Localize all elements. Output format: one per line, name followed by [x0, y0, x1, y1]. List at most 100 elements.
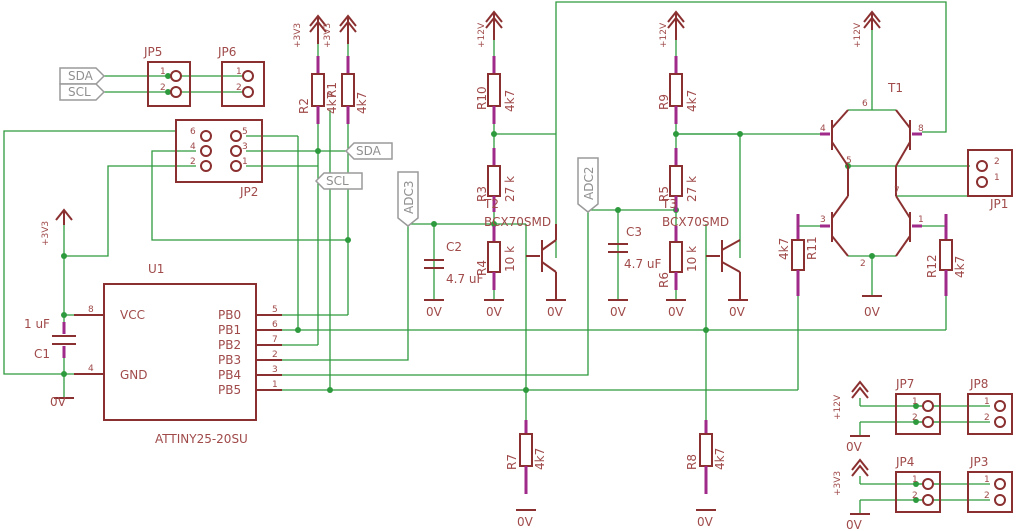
- r10-resistor: R10 4k7: [475, 56, 517, 124]
- svg-text:BCX70SMD: BCX70SMD: [484, 215, 551, 229]
- svg-text:4k7: 4k7: [503, 90, 517, 112]
- svg-text:1 uF: 1 uF: [24, 317, 50, 331]
- svg-text:0V: 0V: [486, 305, 503, 319]
- supply-p33-r2: +3V3: [293, 14, 327, 48]
- svg-text:1: 1: [912, 475, 918, 485]
- supply-p12-r9: +12V: [659, 10, 685, 48]
- svg-text:4: 4: [88, 364, 94, 374]
- c2-capacitor: C2 4.7 uF: [424, 240, 484, 286]
- svg-text:R4: R4: [475, 260, 489, 276]
- svg-text:27 k: 27 k: [685, 176, 699, 202]
- svg-text:0V: 0V: [547, 305, 564, 319]
- svg-text:4k7: 4k7: [713, 448, 727, 470]
- supply-p33-u1: +3V3: [41, 208, 73, 246]
- svg-text:JP4: JP4: [895, 455, 914, 469]
- svg-text:+3V3: +3V3: [323, 23, 333, 48]
- svg-text:8: 8: [918, 124, 924, 134]
- svg-text:2: 2: [984, 491, 990, 501]
- svg-text:2: 2: [912, 491, 918, 501]
- svg-text:+12V: +12V: [833, 394, 843, 420]
- svg-text:2: 2: [160, 83, 166, 93]
- svg-text:R8: R8: [685, 454, 699, 470]
- svg-text:PB1: PB1: [218, 323, 241, 337]
- svg-text:ADC2: ADC2: [582, 167, 596, 200]
- jp3-header: 1 2 JP3: [967, 455, 1013, 513]
- svg-text:R3: R3: [475, 186, 489, 202]
- net-flags: SDA SCL SDA SCL ADC3 ADC2: [59, 67, 599, 227]
- svg-text:1: 1: [984, 475, 990, 485]
- svg-text:4k7: 4k7: [325, 92, 339, 114]
- svg-text:2: 2: [236, 83, 242, 93]
- r2-resistor: R2 4k7: [297, 56, 339, 124]
- svg-text:T2: T2: [483, 197, 499, 211]
- ground-c2: 0V: [424, 299, 444, 319]
- jp2-isp-header: 6 4 2 5 3 1 JP2: [175, 119, 263, 199]
- svg-text:JP6: JP6: [217, 45, 236, 59]
- svg-text:0V: 0V: [426, 305, 443, 319]
- svg-text:PB4: PB4: [218, 368, 241, 382]
- svg-text:1: 1: [984, 397, 990, 407]
- r4-resistor: R4 10 k: [475, 226, 517, 290]
- net-flag-sda-jp2: SDA: [344, 142, 393, 160]
- svg-text:R10: R10: [475, 86, 489, 110]
- svg-text:10 k: 10 k: [503, 246, 517, 272]
- svg-text:4.7 uF: 4.7 uF: [446, 272, 484, 286]
- svg-text:4: 4: [190, 142, 196, 152]
- svg-text:4k7: 4k7: [777, 238, 791, 260]
- ground-r8: 0V: [696, 509, 716, 529]
- svg-text:JP2: JP2: [239, 185, 258, 199]
- svg-text:4k7: 4k7: [355, 92, 369, 114]
- svg-text:4k7: 4k7: [685, 90, 699, 112]
- r1-resistor: R1 4k7: [325, 56, 369, 124]
- svg-text:0V: 0V: [846, 518, 863, 531]
- svg-text:6: 6: [190, 127, 196, 137]
- r7-resistor: R7 4k7: [505, 420, 547, 494]
- jp8-header: 1 2 JP8: [967, 377, 1013, 435]
- svg-text:1: 1: [994, 173, 1000, 183]
- u1-refdes: U1: [148, 262, 164, 276]
- r9-resistor: R9 4k7: [657, 56, 699, 124]
- ground-c1: 0V: [50, 395, 74, 409]
- ground-c3: 0V: [608, 299, 628, 319]
- svg-text:0V: 0V: [517, 515, 534, 529]
- jp5-header: 1 2 JP5: [143, 45, 191, 107]
- ground-r6: 0V: [666, 299, 686, 319]
- svg-text:2: 2: [912, 413, 918, 423]
- r3-resistor: R3 27 k: [475, 148, 517, 212]
- r12-resistor: R12 4k7: [925, 214, 967, 296]
- svg-text:7: 7: [894, 186, 900, 196]
- svg-text:0V: 0V: [864, 305, 881, 319]
- jp6-header: 1 2 JP6: [217, 45, 265, 107]
- svg-text:6: 6: [272, 320, 278, 330]
- svg-text:BCX70SMD: BCX70SMD: [662, 215, 729, 229]
- svg-text:0V: 0V: [610, 305, 627, 319]
- c1-capacitor: 1 uF C1: [24, 317, 76, 361]
- svg-text:JP7: JP7: [895, 377, 914, 391]
- svg-text:2: 2: [190, 157, 196, 167]
- svg-text:R5: R5: [657, 186, 671, 202]
- svg-text:PB2: PB2: [218, 338, 241, 352]
- r8-resistor: R8 4k7: [685, 420, 727, 494]
- t3-transistor: T3 BCX70SMD: [661, 197, 741, 300]
- svg-text:T3: T3: [661, 197, 677, 211]
- ground-t1: 0V: [862, 295, 882, 319]
- jp7-header: 1 2 JP7: [895, 377, 941, 435]
- svg-text:+12V: +12V: [477, 22, 487, 48]
- svg-text:+12V: +12V: [659, 22, 669, 48]
- svg-text:R9: R9: [657, 94, 671, 110]
- svg-text:R7: R7: [505, 454, 519, 470]
- svg-text:3: 3: [820, 215, 826, 225]
- svg-text:SDA: SDA: [356, 144, 382, 158]
- svg-text:2: 2: [272, 350, 278, 360]
- svg-text:5: 5: [272, 305, 278, 315]
- r11-resistor: 4k7 R11: [777, 214, 819, 296]
- svg-text:PB3: PB3: [218, 353, 241, 367]
- svg-text:VCC: VCC: [120, 308, 145, 322]
- svg-text:R6: R6: [657, 272, 671, 288]
- svg-text:SCL: SCL: [326, 174, 349, 188]
- svg-text:1: 1: [272, 380, 278, 390]
- supply-p12-jp7: +12V: [833, 380, 869, 420]
- svg-text:PB5: PB5: [218, 383, 241, 397]
- net-flag-scl-in: SCL: [59, 83, 106, 101]
- svg-text:T1: T1: [887, 81, 903, 95]
